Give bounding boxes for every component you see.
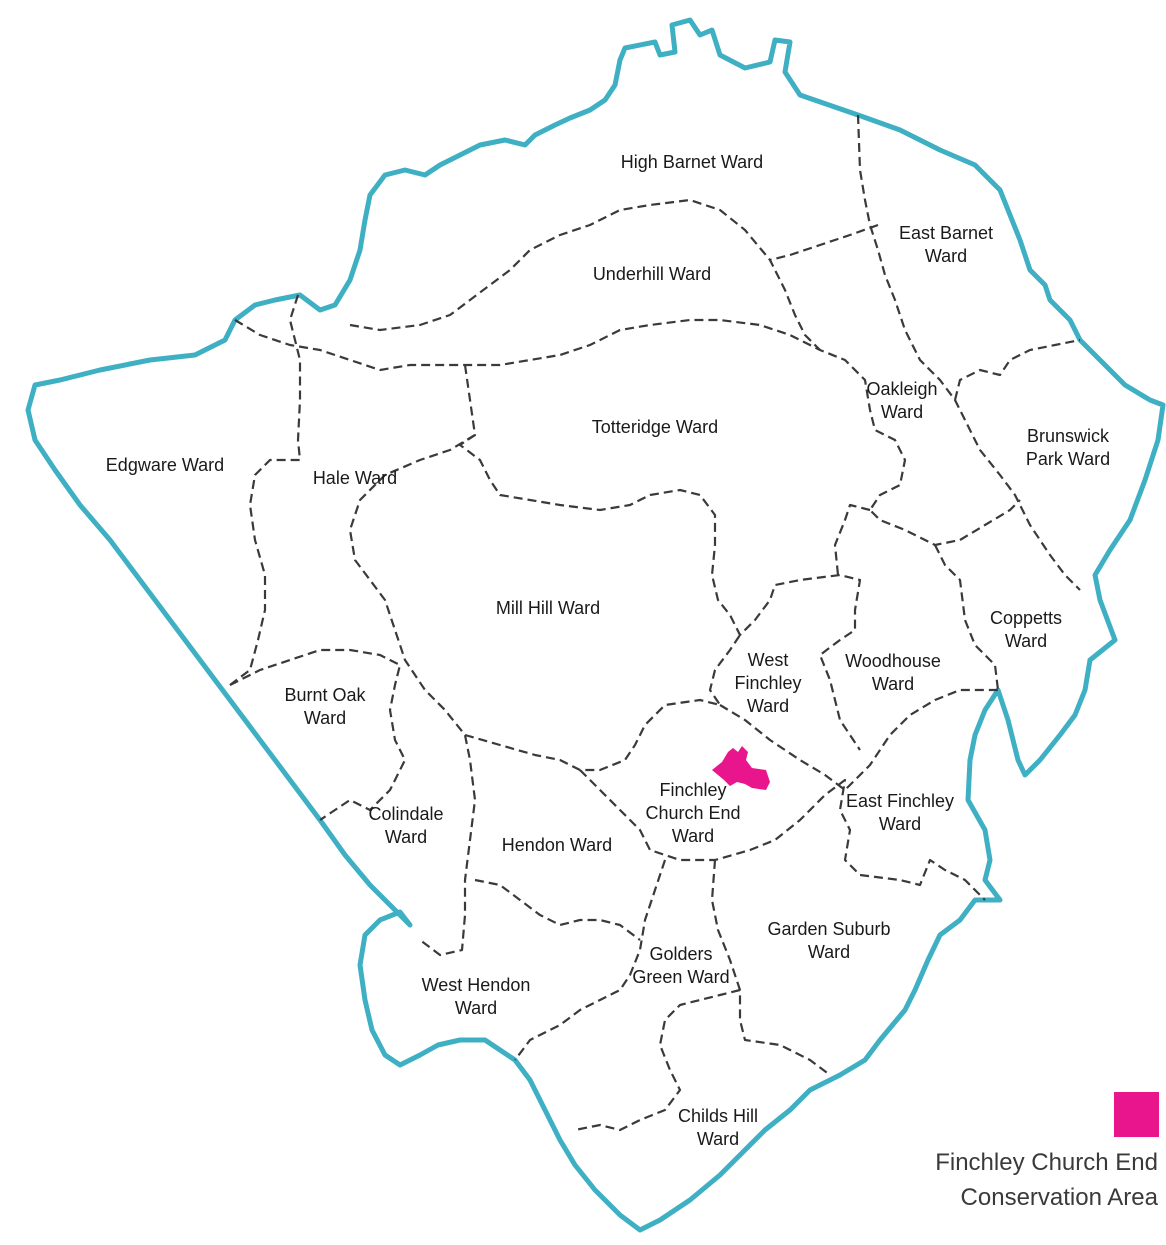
ward-label-mill-hill: Mill Hill Ward — [496, 598, 600, 618]
ward-label-high-barnet: High Barnet Ward — [621, 152, 763, 172]
ward-label-line: Woodhouse — [845, 651, 941, 671]
ward-label-line: Green Ward — [632, 967, 729, 987]
ward-label-line: Ward — [455, 998, 497, 1018]
ward-label-line: Golders — [649, 944, 712, 964]
ward-boundaries — [229, 114, 1081, 1132]
ward-label-line: Childs Hill — [678, 1106, 758, 1126]
ward-label-line: West Hendon — [422, 975, 531, 995]
ward-label-line: Edgware Ward — [106, 455, 224, 475]
ward-label-hendon: Hendon Ward — [502, 835, 612, 855]
ward-label-line: Brunswick — [1027, 426, 1110, 446]
ward-label-line: West — [748, 650, 789, 670]
ward-label-line: Underhill Ward — [593, 264, 711, 284]
ward-label-line: Park Ward — [1026, 449, 1110, 469]
ward-label-line: Hale Ward — [313, 468, 397, 488]
ward-label-line: Colindale — [368, 804, 443, 824]
ward-label-line: East Barnet — [899, 223, 993, 243]
ward-label-totteridge: Totteridge Ward — [592, 417, 718, 437]
conservation-area-shape — [712, 746, 770, 790]
ward-label-line: Ward — [925, 246, 967, 266]
ward-label-line: Finchley — [734, 673, 801, 693]
ward-label-line: Ward — [304, 708, 346, 728]
ward-label-hale: Hale Ward — [313, 468, 397, 488]
pink-square-icon — [1114, 1092, 1159, 1137]
ward-label-line: Hendon Ward — [502, 835, 612, 855]
legend-line-1: Finchley Church End — [935, 1149, 1158, 1176]
ward-label-line: Coppetts — [990, 608, 1062, 628]
ward-label-line: Garden Suburb — [767, 919, 890, 939]
ward-label-line: Oakleigh — [866, 379, 937, 399]
ward-label-line: High Barnet Ward — [621, 152, 763, 172]
ward-label-line: Ward — [881, 402, 923, 422]
ward-label-line: Ward — [672, 826, 714, 846]
ward-label-line: Finchley — [659, 780, 726, 800]
ward-label-line: East Finchley — [846, 791, 954, 811]
ward-label-line: Church End — [645, 803, 740, 823]
ward-label-line: Ward — [385, 827, 427, 847]
ward-label-line: Ward — [872, 674, 914, 694]
ward-label-line: Ward — [808, 942, 850, 962]
legend: Finchley Church End Conservation Area — [935, 1092, 1159, 1211]
ward-label-line: Totteridge Ward — [592, 417, 718, 437]
legend-line-2: Conservation Area — [961, 1184, 1159, 1211]
ward-label-line: Ward — [1005, 631, 1047, 651]
ward-label-line: Mill Hill Ward — [496, 598, 600, 618]
ward-label-edgware: Edgware Ward — [106, 455, 224, 475]
ward-label-underhill: Underhill Ward — [593, 264, 711, 284]
borough-boundary — [25, 17, 1166, 1233]
ward-label-line: Burnt Oak — [284, 685, 366, 705]
ward-label-line: Ward — [697, 1129, 739, 1149]
ward-label-line: Ward — [747, 696, 789, 716]
ward-label-line: Ward — [879, 814, 921, 834]
